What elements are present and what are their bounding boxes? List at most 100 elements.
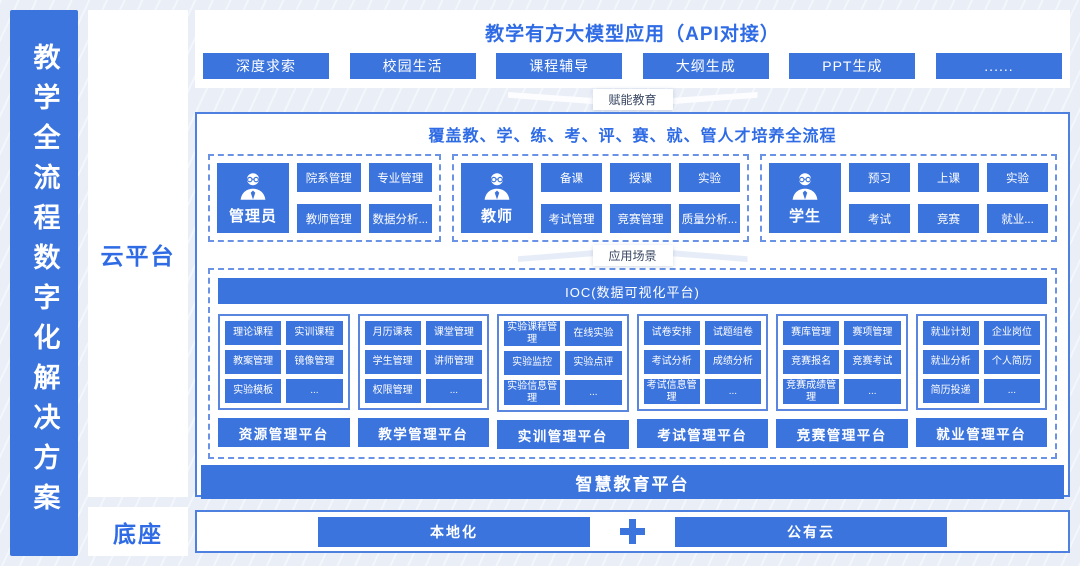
platform-item[interactable]: 个人简历	[983, 350, 1040, 374]
api-section-title: 教学有方大模型应用（API对接）	[485, 24, 780, 45]
role-item[interactable]: 备课	[541, 163, 602, 192]
teacher-icon	[484, 173, 510, 200]
platform-item[interactable]: 竞赛考试	[844, 350, 901, 374]
platform-item[interactable]: 月历课表	[364, 321, 421, 345]
public-cloud-button[interactable]: 公有云	[675, 516, 947, 547]
platform-item[interactable]: 实验监控	[504, 351, 561, 375]
platform-item[interactable]: 考试分析	[643, 350, 700, 374]
platform-item[interactable]: 就业分析	[922, 350, 979, 374]
platform-item[interactable]: 讲师管理	[425, 350, 482, 374]
platform-item[interactable]: 在线实验	[565, 321, 622, 346]
api-button-more[interactable]: ......	[935, 53, 1062, 79]
localized-button[interactable]: 本地化	[318, 516, 590, 547]
platform-item[interactable]: 赛项管理	[844, 321, 901, 345]
role-item[interactable]: 预习	[849, 163, 910, 192]
platform-item[interactable]: 试题组卷	[704, 321, 761, 345]
process-section: 覆盖教、学、练、考、评、赛、就、管人才培养全流程 管理员 院系管理	[195, 112, 1070, 499]
platform-item[interactable]: 企业岗位	[983, 321, 1040, 345]
platform-item[interactable]: 赛库管理	[783, 321, 840, 345]
platform-item[interactable]: 理论课程	[225, 321, 282, 345]
platform-item[interactable]: 实验模板	[225, 379, 282, 403]
platform-item[interactable]: 成绩分析	[704, 350, 761, 374]
platform-item[interactable]: 实验信息管理	[504, 380, 561, 405]
platform-items: 实验课程管理 在线实验 实验监控 实验点评 实验信息管理 ...	[497, 314, 629, 412]
platform-item[interactable]: 简历投递	[922, 379, 979, 403]
api-button-deep-search[interactable]: 深度求索	[203, 53, 329, 79]
role-item[interactable]: 上课	[918, 163, 979, 192]
platform-item[interactable]: 权限管理	[364, 379, 421, 403]
platform-item[interactable]: 就业计划	[922, 321, 979, 345]
role-item[interactable]: 考试	[849, 204, 910, 233]
platform-title[interactable]: 资源管理平台	[218, 418, 350, 447]
platform-item[interactable]: 实验点评	[565, 351, 622, 375]
api-section: 教学有方大模型应用（API对接） 深度求索 校园生活 课程辅导 大纲生成 PPT…	[195, 10, 1070, 88]
base-section: 本地化 公有云	[195, 510, 1070, 553]
platform-item[interactable]: 镜像管理	[286, 350, 343, 374]
role-name: 教师	[480, 208, 513, 225]
platform-title[interactable]: 考试管理平台	[636, 419, 768, 448]
platform-item[interactable]: 试卷安排	[643, 321, 700, 345]
api-button-course-tutoring[interactable]: 课程辅导	[496, 53, 623, 79]
platform-col-training: 实验课程管理 在线实验 实验监控 实验点评 实验信息管理 ... 实训管理平台	[497, 314, 629, 449]
role-item[interactable]: 竞赛	[918, 204, 979, 233]
platform-title[interactable]: 实训管理平台	[497, 420, 629, 449]
roles-row: 管理员 院系管理 专业管理 教师管理 数据分析...	[208, 154, 1057, 242]
layer-cloud-label: 云平台	[100, 242, 176, 269]
role-name: 学生	[788, 208, 821, 225]
admin-icon	[240, 173, 266, 200]
role-item[interactable]: 专业管理	[368, 163, 432, 192]
platform-item[interactable]: 竞赛报名	[783, 350, 840, 374]
platform-item[interactable]: 实验课程管理	[504, 321, 561, 346]
platform-item[interactable]: 竞赛成绩管理	[783, 379, 840, 404]
platform-item[interactable]: 学生管理	[364, 350, 421, 374]
role-name: 管理员	[228, 208, 277, 225]
platform-item[interactable]: 教案管理	[225, 350, 282, 374]
role-item[interactable]: 考试管理	[541, 204, 602, 233]
role-box-admin: 管理员 院系管理 专业管理 教师管理 数据分析...	[208, 154, 441, 242]
role-item[interactable]: 就业...	[987, 204, 1048, 233]
api-button-campus-life[interactable]: 校园生活	[349, 53, 476, 79]
role-item[interactable]: 授课	[610, 163, 671, 192]
ioc-banner: IOC(数据可视化平台)	[218, 278, 1047, 304]
platform-item[interactable]: 课堂管理	[425, 321, 482, 345]
role-item[interactable]: 数据分析...	[368, 204, 432, 233]
platform-item[interactable]: 实训课程	[286, 321, 343, 345]
role-item[interactable]: 实验	[679, 163, 740, 192]
platform-columns: 理论课程 实训课程 教案管理 镜像管理 实验模板 ... 资源管理平台 月历课表…	[218, 314, 1047, 449]
role-tile-admin: 管理员	[217, 163, 289, 233]
platform-item[interactable]: ...	[425, 379, 482, 403]
platform-items: 试卷安排 试题组卷 考试分析 成绩分析 考试信息管理 ...	[636, 314, 768, 411]
platform-item[interactable]: ...	[983, 379, 1040, 403]
platform-col-competition: 赛库管理 赛项管理 竞赛报名 竞赛考试 竞赛成绩管理 ... 竞赛管理平台	[776, 314, 908, 449]
role-tile-teacher: 教师	[461, 163, 533, 233]
student-icon	[792, 173, 818, 200]
platform-item[interactable]: 考试信息管理	[643, 379, 700, 404]
platform-title[interactable]: 教学管理平台	[357, 418, 489, 447]
platform-col-employment: 就业计划 企业岗位 就业分析 个人简历 简历投递 ... 就业管理平台	[915, 314, 1047, 449]
platform-item[interactable]: ...	[286, 379, 343, 403]
platform-item[interactable]: ...	[565, 380, 622, 405]
platform-item[interactable]: ...	[844, 379, 901, 404]
role-item[interactable]: 教师管理	[297, 204, 361, 233]
role-items-admin: 院系管理 专业管理 教师管理 数据分析...	[297, 163, 432, 233]
platform-item[interactable]: ...	[704, 379, 761, 404]
role-items-student: 预习 上课 实验 考试 竞赛 就业...	[849, 163, 1048, 233]
role-item[interactable]: 实验	[987, 163, 1048, 192]
flow-label-enable: 赋能教育	[592, 89, 673, 110]
platform-title[interactable]: 竞赛管理平台	[776, 419, 908, 448]
platform-items: 理论课程 实训课程 教案管理 镜像管理 实验模板 ...	[218, 314, 350, 410]
layer-cloud: 云平台	[88, 10, 188, 497]
platform-col-teaching: 月历课表 课堂管理 学生管理 讲师管理 权限管理 ... 教学管理平台	[357, 314, 489, 449]
flow-label-scenes: 应用场景	[592, 245, 673, 266]
api-button-ppt-gen[interactable]: PPT生成	[789, 53, 916, 79]
role-item[interactable]: 院系管理	[297, 163, 361, 192]
api-button-outline-gen[interactable]: 大纲生成	[642, 53, 769, 79]
role-tile-student: 学生	[769, 163, 841, 233]
flow-arrow-enable: 赋能教育	[195, 88, 1070, 112]
role-item[interactable]: 竞赛管理	[610, 204, 671, 233]
role-items-teacher: 备课 授课 实验 考试管理 竞赛管理 质量分析...	[541, 163, 740, 233]
platforms-box: IOC(数据可视化平台) 理论课程 实训课程 教案管理 镜像管理 实验模板 ..…	[208, 268, 1057, 459]
platform-title[interactable]: 就业管理平台	[915, 418, 1047, 447]
role-item[interactable]: 质量分析...	[679, 204, 740, 233]
